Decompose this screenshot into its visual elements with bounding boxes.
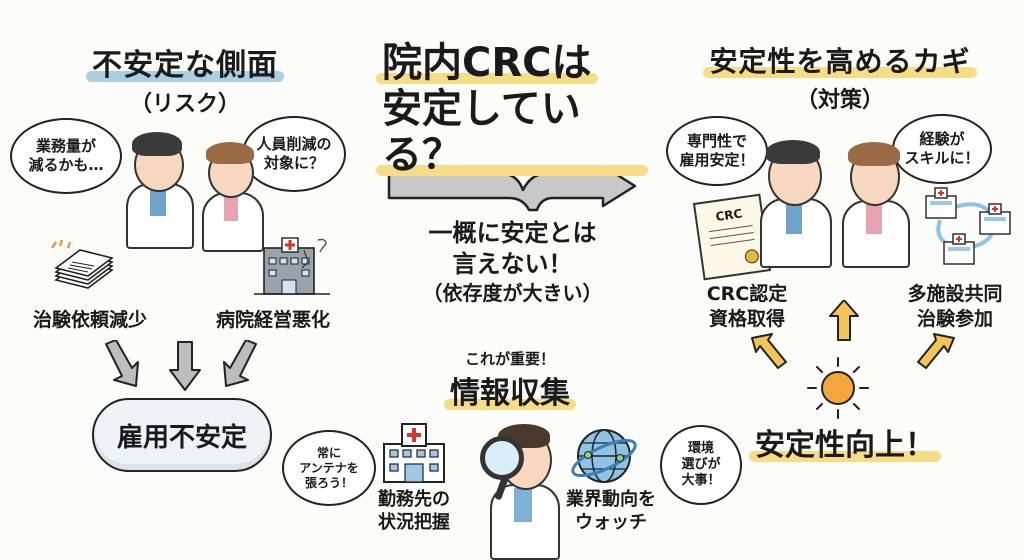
down-arrows-icon bbox=[105, 340, 257, 391]
speech-bubble-workload: 業務量が減るかも… bbox=[10, 118, 122, 194]
right-section-heading: 安定性を高めるカギ （対策） bbox=[690, 40, 990, 114]
answer-text: 一概に安定とは 言えない！ （依存度が大きい） bbox=[422, 219, 603, 306]
right-subtitle: （対策） bbox=[795, 88, 884, 113]
measure-crc-certification: CRC認定資格取得 bbox=[706, 283, 788, 330]
speech-bubble-antenna: 常にアンテナを張ろう！ bbox=[282, 430, 376, 506]
right-title: 安定性を高めるカギ bbox=[703, 40, 977, 80]
speech-bubble-expertise: 専門性で雇用安定！ bbox=[666, 116, 768, 186]
worried-female-crc-icon bbox=[196, 140, 266, 252]
sun-icon bbox=[806, 356, 870, 420]
speech-bubble-staff-cut: 人員削減の対象に？ bbox=[242, 116, 346, 192]
up-arrows-icon bbox=[751, 300, 955, 369]
left-title: 不安定な側面 bbox=[86, 40, 284, 84]
info-item-workplace-status: 勤務先の状況把握 bbox=[378, 489, 450, 534]
damaged-hospital-icon bbox=[252, 234, 332, 300]
happy-male-crc-icon bbox=[752, 136, 836, 268]
hospital-icon bbox=[378, 420, 450, 484]
main-question-title: 院内CRCは 安定している？ bbox=[376, 40, 648, 178]
info-collection-title-wrap: 情報収集 bbox=[400, 368, 620, 412]
info-item-industry-trends: 業界動向をウォッチ bbox=[566, 489, 656, 534]
left-subtitle: （リスク） bbox=[129, 92, 240, 117]
stability-improvement-wrap: 安定性向上！ bbox=[749, 420, 941, 464]
speech-bubble-environment: 環境選びが大事！ bbox=[660, 425, 742, 505]
info-collection-title: 情報収集 bbox=[444, 368, 576, 412]
split-arrow-icon bbox=[387, 164, 637, 212]
happy-female-crc-icon bbox=[836, 140, 912, 268]
crc-with-magnifier-icon bbox=[478, 418, 568, 560]
multi-site-hospitals-icon bbox=[918, 186, 1018, 268]
left-section-heading: 不安定な側面 （リスク） bbox=[40, 40, 330, 118]
factor-hospital-management-decline: 病院経営悪化 bbox=[215, 309, 330, 331]
factor-trial-requests-decrease: 治験依頼減少 bbox=[32, 309, 147, 331]
measure-multicenter-trials: 多施設共同治験参加 bbox=[907, 283, 1003, 330]
globe-icon bbox=[570, 425, 640, 487]
worried-male-crc-icon bbox=[118, 128, 198, 249]
documents-stack-icon bbox=[48, 239, 118, 290]
important-label: これが重要！ bbox=[464, 350, 555, 368]
result-cloud-unstable-employment: 雇用不安定 bbox=[92, 398, 272, 472]
speech-bubble-experience: 経験がスキルに！ bbox=[892, 114, 992, 184]
stability-improvement-label: 安定性向上！ bbox=[749, 420, 941, 464]
